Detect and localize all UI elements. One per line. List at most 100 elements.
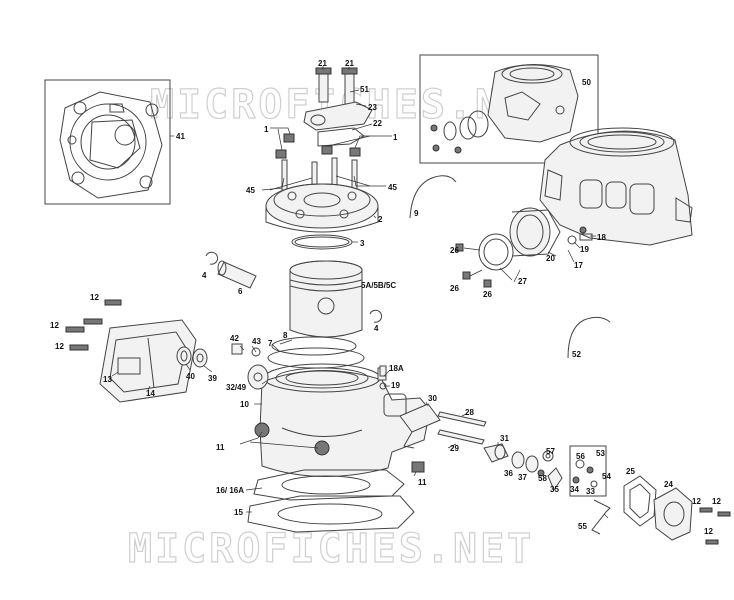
- callout-6: 6: [238, 287, 243, 296]
- callout-13: 13: [103, 375, 112, 384]
- callout-4: 4: [374, 324, 379, 333]
- callout-34: 34: [570, 485, 579, 494]
- callout-23: 23: [368, 103, 377, 112]
- callout-25: 25: [626, 467, 635, 476]
- callout-3: 3: [360, 239, 365, 248]
- callout-8: 8: [283, 331, 288, 340]
- callout-12: 12: [50, 321, 59, 330]
- oring-3: [291, 234, 353, 250]
- actuator-31: [483, 443, 509, 463]
- callout-27: 27: [518, 277, 527, 286]
- callout-40: 40: [186, 372, 195, 381]
- callout-30: 30: [428, 394, 437, 403]
- callout-2: 2: [378, 215, 383, 224]
- circlip-4a: [205, 251, 219, 265]
- cover-24: [653, 487, 693, 541]
- inset-50: [419, 54, 599, 164]
- callout-12: 12: [692, 497, 701, 506]
- callout-32-49: 32/49: [226, 383, 247, 392]
- callout-43: 43: [252, 337, 261, 346]
- rings-7-8: [267, 336, 365, 369]
- callout-1: 1: [393, 133, 398, 142]
- callout-12: 12: [55, 342, 64, 351]
- leader-lines: [111, 66, 609, 519]
- washer-43: [251, 347, 261, 357]
- cylinder-17: [539, 127, 693, 246]
- exhaust-flange-20: [509, 207, 561, 257]
- head-nuts-1: [275, 133, 361, 159]
- callout-39: 39: [208, 374, 217, 383]
- piston-5: [289, 260, 363, 338]
- callout-18: 18: [597, 233, 606, 242]
- callout-33: 33: [586, 487, 595, 496]
- callout-labels: 21 21 51 23 22 1 1 45 45 2 3 41 50 9 4 6…: [50, 59, 721, 536]
- hose-52: [567, 316, 611, 359]
- group-53-56: [569, 445, 607, 497]
- callout-19: 19: [391, 381, 400, 390]
- base-gasket-15: [247, 495, 415, 533]
- callout-36: 36: [504, 469, 513, 478]
- callout-45: 45: [388, 183, 397, 192]
- plug-42: [231, 343, 243, 355]
- hose-9: [409, 175, 457, 219]
- callout-51: 51: [360, 85, 369, 94]
- callout-15: 15: [234, 508, 243, 517]
- lever-35: [547, 467, 563, 492]
- lever-55: [591, 499, 611, 535]
- circlip-4b: [369, 309, 383, 323]
- callout-53: 53: [596, 449, 605, 458]
- callout-22: 22: [373, 119, 382, 128]
- callout-10: 10: [240, 400, 249, 409]
- callout-50: 50: [582, 78, 591, 87]
- rod-28: [437, 411, 487, 427]
- callout-16-16A: 16/ 16A: [216, 486, 244, 495]
- inset-41: [44, 79, 171, 205]
- head-bolts-21: [315, 67, 358, 105]
- callout-17: 17: [574, 261, 583, 270]
- callout-7: 7: [268, 339, 273, 348]
- watermark-bottom: MICROFICHES.NET: [128, 526, 534, 572]
- bolts-26: [455, 243, 492, 288]
- nut-11: [411, 461, 425, 473]
- bearing-39: [192, 348, 208, 368]
- callout-45: 45: [246, 186, 255, 195]
- gasket-25: [623, 475, 657, 527]
- callout-31: 31: [500, 434, 509, 443]
- bolts-12-left: [65, 299, 122, 351]
- callout-12: 12: [704, 527, 713, 536]
- callout-19: 19: [580, 245, 589, 254]
- valve-30: [399, 403, 441, 449]
- gear-32-49: [247, 364, 269, 390]
- callout-52: 52: [572, 350, 581, 359]
- rod-29: [437, 429, 485, 445]
- callout-1: 1: [264, 125, 269, 134]
- gasket-22: [317, 127, 365, 147]
- seal-36-37: [511, 451, 539, 473]
- callout-9: 9: [414, 209, 419, 218]
- callout-41: 41: [176, 132, 185, 141]
- callout-4: 4: [202, 271, 207, 280]
- callout-26: 26: [450, 246, 459, 255]
- callout-11: 11: [216, 443, 225, 452]
- callout-12: 12: [90, 293, 99, 302]
- callout-26: 26: [450, 284, 459, 293]
- callout-28: 28: [465, 408, 474, 417]
- callout-37: 37: [518, 473, 527, 482]
- callout-35: 35: [550, 485, 559, 494]
- washer-57: [542, 450, 554, 462]
- thermostat-cover-51: [303, 101, 373, 131]
- base-gasket-16: [253, 469, 405, 501]
- piston-pin-6: [217, 260, 257, 289]
- callout-24: 24: [664, 480, 673, 489]
- exhaust-seal-27: [478, 233, 514, 271]
- callout-56: 56: [576, 452, 585, 461]
- callout-11: 11: [418, 478, 427, 487]
- seal-40: [176, 346, 192, 366]
- cylinder-head-2: [265, 183, 379, 233]
- callout-12: 12: [712, 497, 721, 506]
- callout-14: 14: [146, 389, 155, 398]
- part-58: [537, 469, 545, 477]
- callout-54: 54: [602, 472, 611, 481]
- bolts-12-right: [699, 507, 731, 545]
